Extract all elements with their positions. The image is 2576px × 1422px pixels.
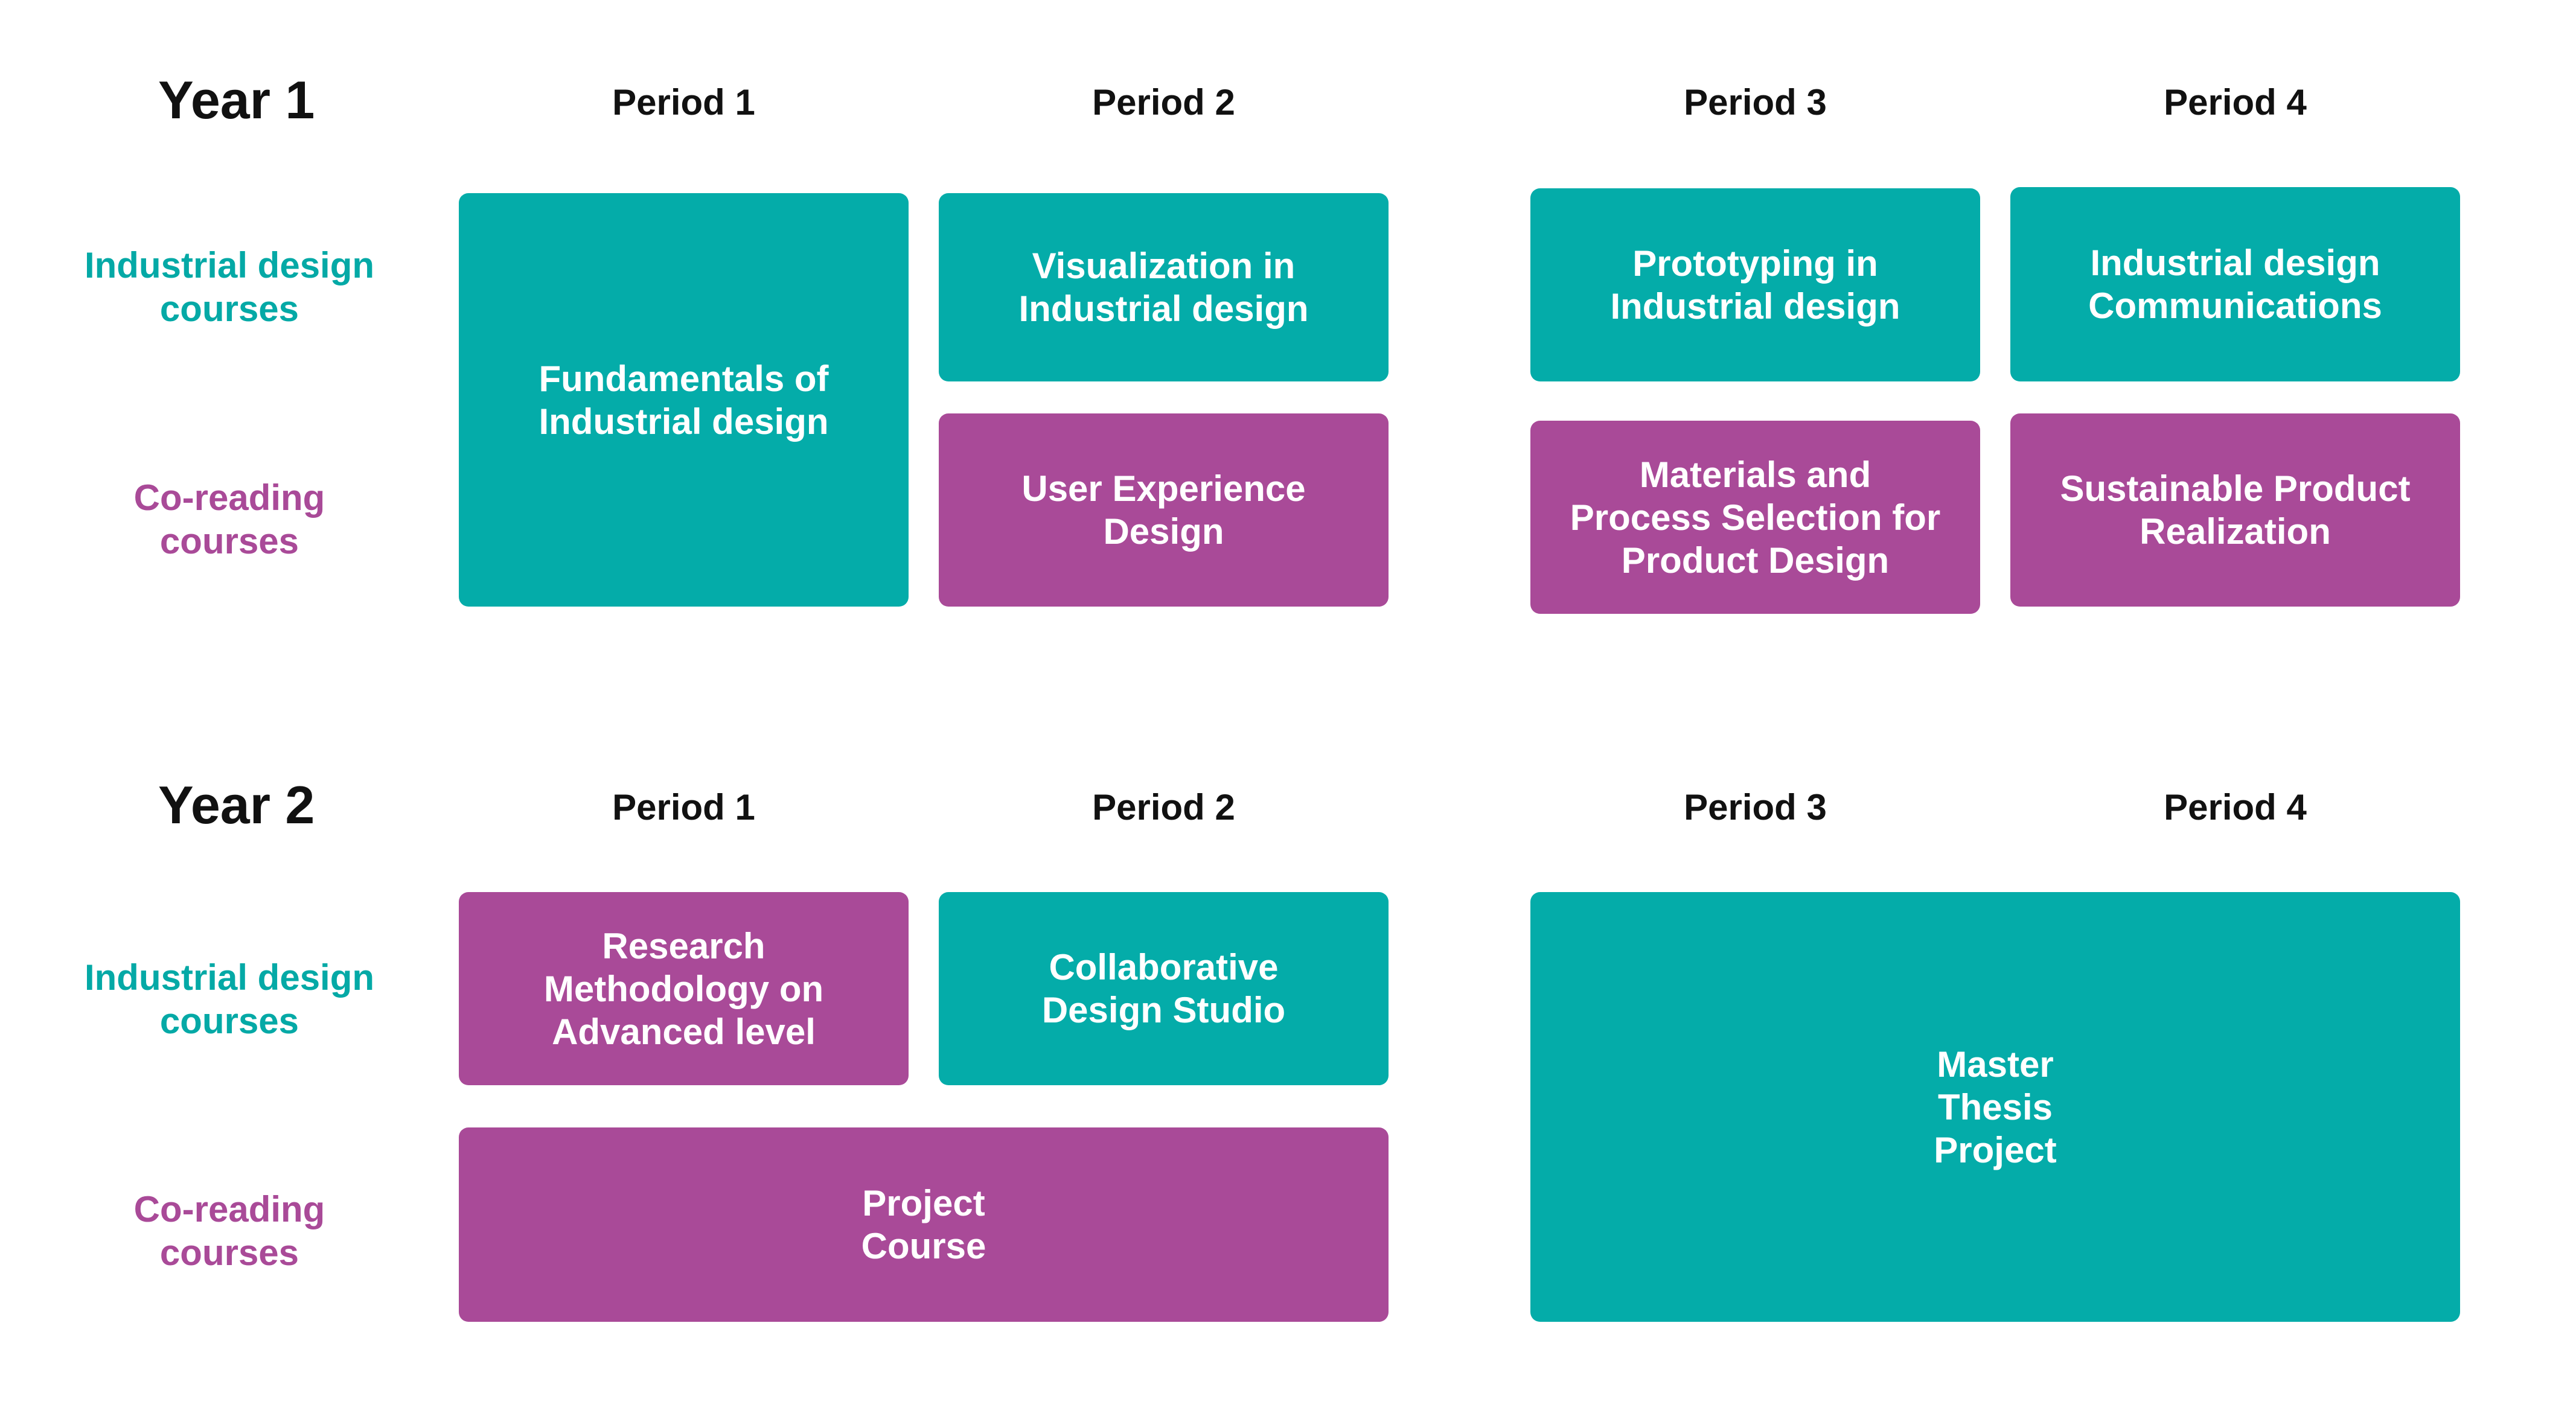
course-visualization-in-industrial-design: Visualization in Industrial design [939, 193, 1389, 381]
course-sustainable-product-realization: Sustainable Product Realization [2010, 413, 2460, 607]
course-master-thesis-project: Master Thesis Project [1530, 892, 2460, 1322]
year-1-period-3-header: Period 3 [1684, 82, 1827, 123]
course-research-methodology-advanced: Research Methodology on Advanced level [459, 892, 909, 1085]
year-2-period-4-header: Period 4 [2164, 787, 2307, 827]
course-fundamentals-of-industrial-design: Fundamentals of Industrial design [459, 193, 909, 607]
year-1-period-2-header: Period 2 [1092, 82, 1235, 123]
course-collaborative-design-studio: Collaborative Design Studio [939, 892, 1389, 1085]
year-2-period-3-header: Period 3 [1684, 787, 1827, 827]
year-2-coreading-row-label: Co-reading courses [133, 1189, 325, 1273]
course-industrial-design-communications: Industrial design Communications [2010, 187, 2460, 381]
year-1-period-4-header: Period 4 [2164, 82, 2307, 123]
course-prototyping-in-industrial-design: Prototyping in Industrial design [1530, 188, 1980, 381]
year-1-period-1-header: Period 1 [612, 82, 755, 123]
course-user-experience-design: User Experience Design [939, 413, 1389, 607]
year-1-industrial-design-row-label: Industrial design courses [84, 245, 375, 329]
year-1-coreading-row-label: Co-reading courses [133, 477, 325, 561]
year-2-period-1-header: Period 1 [612, 787, 755, 827]
year-1-title: Year 1 [158, 70, 315, 130]
course-project-course: Project Course [459, 1127, 1389, 1322]
year-2-industrial-design-row-label: Industrial design courses [84, 957, 375, 1041]
year-2-period-2-header: Period 2 [1092, 787, 1235, 827]
course-materials-and-process-selection: Materials and Process Selection for Prod… [1530, 421, 1980, 614]
year-2-title: Year 2 [158, 775, 315, 835]
